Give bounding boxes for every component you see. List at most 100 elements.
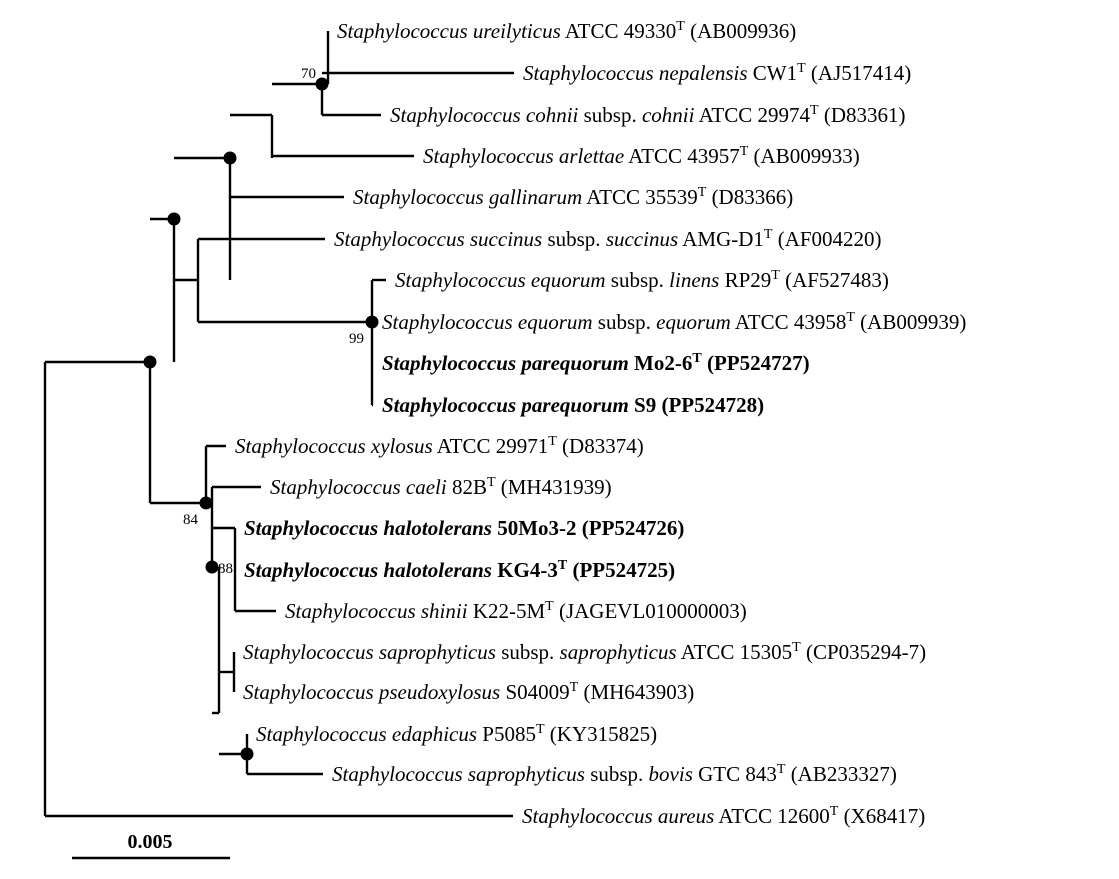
taxon-genus: Staphylococcus [244,558,378,582]
taxon-genus: Staphylococcus [382,310,513,334]
taxon-genus: Staphylococcus [522,804,653,828]
taxon-accession: (AB233327) [785,762,896,786]
taxon-label: Staphylococcus parequorum Mo2-6T (PP5247… [382,351,810,375]
taxon-label: Staphylococcus gallinarum ATCC 35539T (D… [353,185,793,209]
taxon-strain: KG4-3 [492,558,558,582]
type-strain-mark: T [676,19,685,34]
taxon-label: Staphylococcus edaphicus P5085T (KY31582… [256,722,657,746]
taxon-name-part: subsp. [585,762,643,786]
taxon-strain: AMG-D1 [678,227,764,251]
taxon-accession: (MH643903) [578,680,694,704]
type-strain-mark: T [487,475,496,490]
taxon-label: Staphylococcus xylosus ATCC 29971T (D833… [235,434,644,458]
taxon-genus: Staphylococcus [244,516,378,540]
node-support-dot [143,355,157,369]
type-strain-mark: T [545,599,554,614]
type-strain-mark: T [830,804,839,819]
node-support-dot [240,747,254,761]
taxon-accession: (MH431939) [496,475,612,499]
taxon-genus: Staphylococcus [337,19,468,43]
node-support-dot [315,77,329,91]
taxon-strain: ATCC 29974 [694,103,810,127]
taxon-name-part: equorum [513,310,593,334]
taxon-genus: Staphylococcus [270,475,401,499]
taxon-genus: Staphylococcus [235,434,366,458]
taxon-name-part: caeli [401,475,447,499]
taxon-strain: 82B [447,475,487,499]
taxon-genus: Staphylococcus [423,144,554,168]
taxon-label: Staphylococcus nepalensis CW1T (AJ517414… [523,61,911,85]
taxon-accession: (PP524728) [656,393,764,417]
taxon-name-part: saprophyticus [374,640,496,664]
node-support-dot [199,496,213,510]
taxon-name-part: xylosus [366,434,433,458]
taxon-strain: GTC 843 [693,762,777,786]
taxon-name-part: aureus [653,804,715,828]
taxon-label: Staphylococcus ureilyticus ATCC 49330T (… [337,19,796,43]
taxon-strain: P5085 [477,722,536,746]
taxon-strain: 50Mo3-2 [492,516,577,540]
taxon-genus: Staphylococcus [243,680,374,704]
taxon-genus: Staphylococcus [395,268,526,292]
taxon-name-part: subsp. [606,268,664,292]
taxon-name-part: saprophyticus [554,640,676,664]
taxon-accession: (KY315825) [545,722,658,746]
bootstrap-label: 99 [349,331,364,347]
taxon-strain: CW1 [748,61,798,85]
type-strain-mark: T [792,640,801,655]
taxon-genus: Staphylococcus [523,61,654,85]
tree-branches [43,31,514,818]
taxon-label: Staphylococcus halotolerans KG4-3T (PP52… [244,558,675,582]
taxon-name-part: bovis [643,762,693,786]
taxon-name-part: halotolerans [378,558,492,582]
taxon-genus: Staphylococcus [382,393,516,417]
taxon-name-part: nepalensis [654,61,748,85]
taxon-strain: S9 [629,393,656,417]
taxon-strain: K22-5M [468,599,546,623]
taxon-name-part: subsp. [496,640,554,664]
bootstrap-label: 84 [183,512,199,528]
taxon-genus: Staphylococcus [353,185,484,209]
node-support-dot [223,151,237,165]
taxon-name-part: equorum [526,268,606,292]
taxon-name-part: subsp. [593,310,651,334]
type-strain-mark: T [797,61,806,76]
taxon-name-part: subsp. [578,103,636,127]
taxon-genus: Staphylococcus [332,762,463,786]
type-strain-mark: T [764,227,773,242]
node-markers [143,77,379,761]
taxon-strain: ATCC 15305 [677,640,793,664]
node-support-dot [167,212,181,226]
taxon-name-part: parequorum [516,351,629,375]
taxon-label: Staphylococcus aureus ATCC 12600T (X6841… [522,804,925,828]
scale-bar: 0.005 [72,831,230,860]
taxon-name-part: succinus [601,227,679,251]
taxon-accession: (AB009933) [748,144,859,168]
taxon-label: Staphylococcus equorum subsp. linens RP2… [395,268,889,292]
taxon-strain: ATCC 29971 [433,434,549,458]
taxon-name-part: linens [664,268,719,292]
taxon-label: Staphylococcus saprophyticus subsp. bovi… [332,762,897,786]
taxon-accession: (D83374) [557,434,644,458]
taxon-accession: (PP524726) [577,516,685,540]
taxon-genus: Staphylococcus [382,351,516,375]
taxon-genus: Staphylococcus [243,640,374,664]
taxon-accession: (D83366) [706,185,793,209]
type-strain-mark: T [558,558,568,573]
node-support-dot [205,560,219,574]
taxon-strain: RP29 [719,268,771,292]
taxon-strain: Mo2-6 [629,351,693,375]
scale-bar-label: 0.005 [128,831,173,853]
taxon-name-part: halotolerans [378,516,492,540]
type-strain-mark: T [698,185,707,200]
type-strain-mark: T [777,762,786,777]
taxon-name-part: cohnii [521,103,579,127]
taxon-strain: S04009 [500,680,569,704]
taxon-name-part: shinii [416,599,468,623]
taxon-label: Staphylococcus cohnii subsp. cohnii ATCC… [390,103,905,127]
taxon-accession: (AF004220) [772,227,881,251]
taxon-label: Staphylococcus parequorum S9 (PP524728) [382,393,764,417]
type-strain-mark: T [536,722,545,737]
taxon-accession: (CP035294-7) [801,640,926,664]
